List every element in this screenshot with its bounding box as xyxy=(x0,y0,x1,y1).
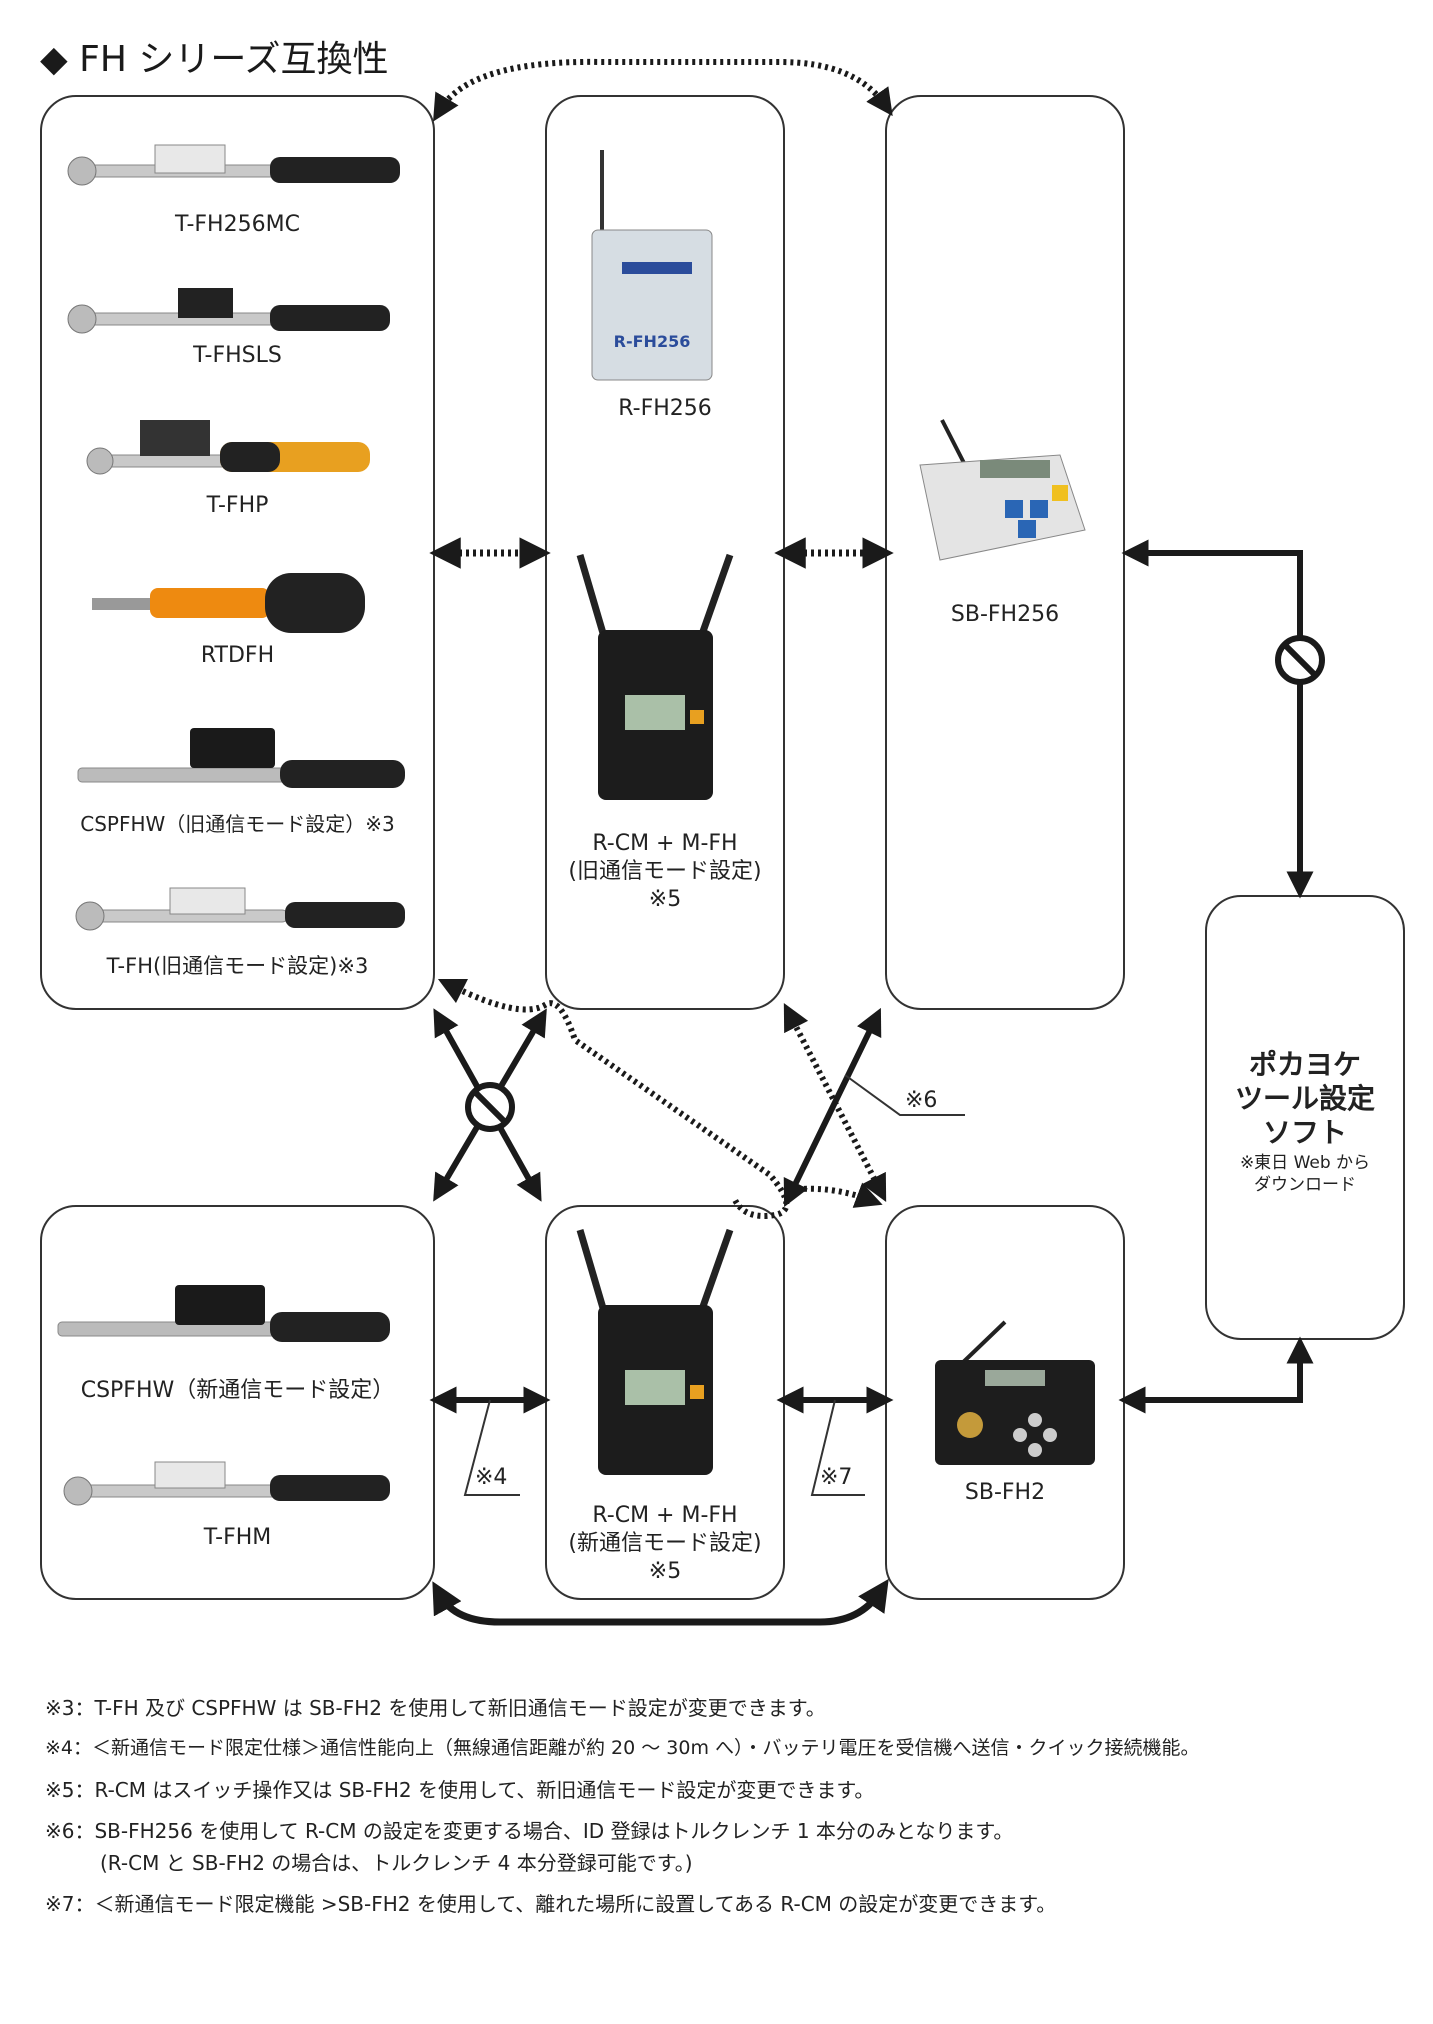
wrench-t-fhsls-icon xyxy=(67,288,390,334)
wrench-cspfhw-new-icon xyxy=(57,1285,390,1342)
software-sub-1: ※東日 Web から xyxy=(1239,1153,1371,1173)
receiver-r-cm-old-icon xyxy=(576,553,734,800)
wrench-t-fh-old-icon xyxy=(75,887,405,931)
no-entry-icon-software xyxy=(1275,635,1325,685)
setting-box-label-sb-fh2: SB-FH2 xyxy=(964,1480,1046,1505)
wrench-t-fhp-icon xyxy=(86,420,370,475)
setting-box-label-sb-fh256: SB-FH256 xyxy=(950,602,1060,627)
mark-6: ※6 xyxy=(905,1088,938,1113)
wrench-t-fhm-icon xyxy=(63,1461,390,1506)
tool-label-t-fhm: T-FHM xyxy=(203,1525,272,1550)
leader-line-m7 xyxy=(810,1399,865,1496)
leader-line-m6 xyxy=(844,1074,965,1116)
setting-box-sb-fh256-icon xyxy=(919,419,1086,561)
mark-7: ※7 xyxy=(820,1465,853,1490)
tool-label-cspfhw-new: CSPFHW（新通信モード設定） xyxy=(80,1378,395,1403)
receiver-label-r-fh256: R-FH256 xyxy=(618,396,712,421)
note-4: ※4：＜新通信モード限定仕様＞通信性能向上（無線通信距離が約 20 ～ 30m … xyxy=(45,1737,1200,1759)
software-title-1: ポカヨケ xyxy=(1248,1048,1361,1081)
software-box xyxy=(1205,895,1405,1340)
note-5: ※5：R-CM はスイッチ操作又は SB-FH2 を使用して、新旧通信モード設定… xyxy=(45,1778,875,1802)
sb-fh256-box xyxy=(885,95,1125,1010)
old-tools-box xyxy=(40,95,435,1010)
page-title: ◆ FH シリーズ互換性 xyxy=(40,39,389,80)
leader-line-m4 xyxy=(463,1399,520,1496)
dotted-arrow-oldtools-sbfh2-tail xyxy=(789,1182,883,1208)
setting-box-sb-fh2-icon xyxy=(935,1320,1095,1465)
dotted-arrow-top-arc xyxy=(433,58,893,122)
software-sub-2: ダウンロード xyxy=(1254,1175,1356,1195)
tool-label-cspfhw-old: CSPFHW（旧通信モード設定）※3 xyxy=(80,812,395,836)
tool-label-t-fh256mc: T-FH256MC xyxy=(175,212,300,237)
receiver-label-rcm-new-3: ※5 xyxy=(648,1559,682,1584)
receiver-label-rcm-old-3: ※5 xyxy=(648,887,682,912)
wrench-cspfhw-old-icon xyxy=(77,728,405,788)
software-title-2: ツール設定 xyxy=(1234,1082,1375,1115)
r-fh256-device-label: R-FH256 xyxy=(614,332,691,351)
no-entry-icon-cross xyxy=(465,1082,515,1132)
receiver-label-rcm-new-1: R-CM + M-FH xyxy=(592,1503,738,1528)
tool-label-rtdfh: RTDFH xyxy=(200,643,275,668)
tool-label-t-fhp: T-FHP xyxy=(206,493,269,518)
software-title-3: ソフト xyxy=(1262,1116,1347,1149)
solid-arrow-sbfh2-software xyxy=(1118,1336,1314,1414)
solid-arrow-bottom-arc xyxy=(432,1578,889,1626)
note-6: ※6：SB-FH256 を使用して R-CM の設定を変更する場合、ID 登録は… xyxy=(45,1819,1014,1843)
wrench-t-fh256mc-icon xyxy=(67,144,400,186)
mark-4: ※4 xyxy=(475,1465,508,1490)
note-3: ※3：T-FH 及び CSPFHW は SB-FH2 を使用して新旧通信モード設… xyxy=(45,1696,826,1720)
receiver-label-rcm-old-2: (旧通信モード設定) xyxy=(568,859,762,884)
tool-label-t-fhsls: T-FHSLS xyxy=(193,343,282,368)
tool-label-t-fh-old: T-FH(旧通信モード設定)※3 xyxy=(106,954,369,978)
receiver-label-rcm-old-1: R-CM + M-FH xyxy=(592,831,738,856)
note-6-sub: (R-CM と SB-FH2 の場合は、トルクレンチ 4 本分登録可能です。) xyxy=(100,1851,693,1875)
receiver-label-rcm-new-2: (新通信モード設定) xyxy=(568,1531,762,1556)
note-7: ※7：＜新通信モード限定機能 >SB-FH2 を使用して、離れた場所に設置してあ… xyxy=(45,1892,1057,1916)
new-tools-box xyxy=(40,1205,435,1600)
receiver-r-fh256-icon: R-FH256 xyxy=(591,150,713,381)
solid-arrow-sbfh256-newreceiver xyxy=(783,1007,882,1208)
screwdriver-rtdfh-icon xyxy=(92,573,365,633)
solid-arrow-sbfh256-software xyxy=(1121,539,1314,899)
receiver-r-cm-new-icon xyxy=(576,1228,734,1475)
